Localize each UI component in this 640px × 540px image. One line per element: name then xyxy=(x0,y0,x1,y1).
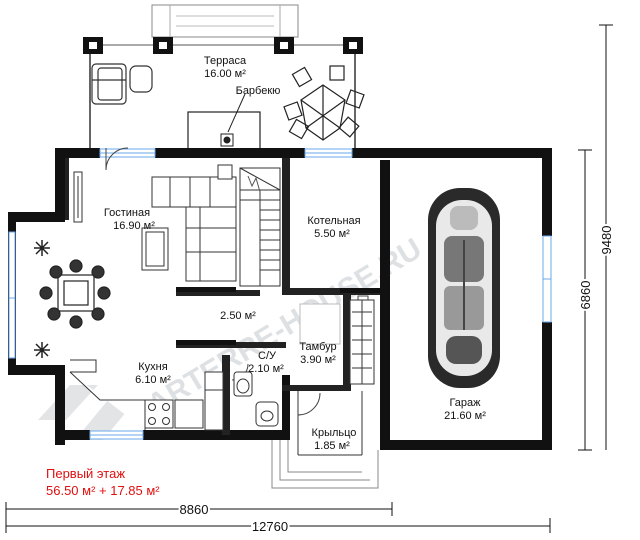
hall-area: 2.50 м² xyxy=(220,310,256,322)
armchair-icon xyxy=(91,63,127,105)
terrace-name: Терраса xyxy=(204,55,247,67)
dimension-garage-depth: 6860 xyxy=(578,281,593,310)
kitchen-area: 6.10 м² xyxy=(135,374,171,386)
tv-stand-icon xyxy=(73,171,83,223)
footstool-icon xyxy=(129,65,153,93)
dimension-lines xyxy=(5,24,613,533)
windows xyxy=(8,148,552,440)
terrace-area-label: 16.00 м² xyxy=(204,68,246,80)
sofa-icon xyxy=(151,164,237,282)
living-room-name: Гостиная xyxy=(104,207,150,219)
garage-name: Гараж xyxy=(449,397,481,409)
kitchen-name: Кухня xyxy=(138,361,167,373)
porch-steps xyxy=(271,391,379,489)
bbq-label: Барбекю xyxy=(236,85,281,97)
plant-icon xyxy=(34,240,50,358)
garage-area: 21.60 м² xyxy=(444,410,486,422)
vestibule-area: 3.90 м² xyxy=(300,354,336,366)
kitchen-counter xyxy=(69,359,224,431)
living-room-area: 16.90 м² xyxy=(113,220,155,232)
wc-name: С/У xyxy=(258,350,277,362)
radiators xyxy=(176,287,380,345)
staircase xyxy=(239,167,281,287)
porch-name: Крыльцо xyxy=(312,427,357,439)
dimension-inner-width: 8860 xyxy=(180,502,209,517)
coffee-table-icon xyxy=(141,227,169,271)
terrace-table-icon xyxy=(283,65,365,141)
car-icon xyxy=(428,188,500,388)
wc-fixtures xyxy=(233,303,341,427)
boiler-room-name: Котельная xyxy=(307,215,360,227)
porch-area: 1.85 м² xyxy=(314,440,350,452)
dimension-total-width: 12760 xyxy=(252,519,288,534)
dining-table-icon xyxy=(39,259,111,329)
floor-area-total: 56.50 м² + 17.85 м² xyxy=(46,483,160,498)
floor-title: Первый этаж xyxy=(46,466,125,481)
vestibule-name: Тамбур xyxy=(299,341,336,353)
terrace-area xyxy=(83,4,363,152)
wardrobe-icon xyxy=(349,299,375,385)
dimension-total-depth: 9480 xyxy=(599,226,614,255)
bbq-grill-icon xyxy=(187,93,261,153)
boiler-room-area: 5.50 м² xyxy=(314,228,350,240)
wc-area: 2.10 м² xyxy=(248,363,284,375)
